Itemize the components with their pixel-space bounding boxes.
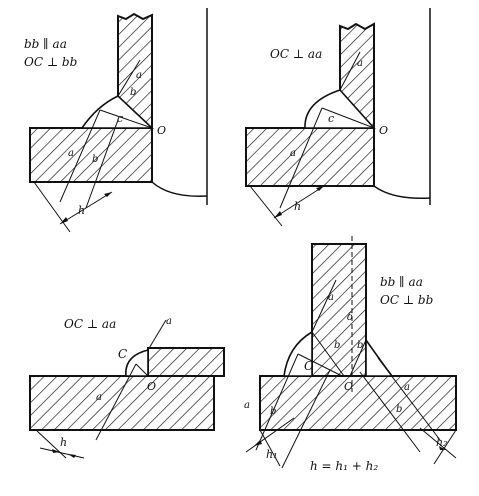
dim-arrow-left	[52, 449, 60, 453]
dim-arrow-right	[68, 454, 76, 458]
wall-curve	[151, 181, 208, 197]
dim-h-line	[59, 191, 113, 225]
label-b-vert: b	[130, 87, 136, 98]
overlap-plate	[147, 347, 225, 377]
label-delta: δ	[347, 312, 353, 323]
weld-line-oc	[99, 109, 153, 129]
dim-h2-line	[419, 427, 457, 459]
line-aa-right	[377, 357, 441, 441]
horizontal-plate	[259, 375, 457, 431]
dim-arrow-left	[60, 217, 68, 224]
dim-ext-left	[35, 429, 67, 459]
weld-line-left	[311, 331, 345, 377]
dim-arrow-left	[274, 211, 282, 218]
weld-line-oc	[135, 363, 149, 377]
label-a-top: a	[166, 316, 172, 327]
label-o: O	[157, 124, 166, 137]
dim-h2-arrow	[439, 446, 446, 450]
dim-h-line	[39, 447, 85, 459]
dim-ext-left	[249, 185, 283, 227]
condition-2: OC ⊥ bb	[380, 293, 433, 307]
dim-arrow-right	[316, 186, 324, 191]
dim-ext-left	[33, 181, 71, 233]
line-a-top	[147, 319, 167, 351]
label-c: C	[304, 359, 313, 373]
dim-h-line	[273, 185, 325, 219]
label-c: C	[118, 347, 127, 361]
label-a-vert: a	[136, 70, 142, 81]
condition-1: bb ∥ aa	[380, 275, 423, 289]
dim-ext-h2	[433, 429, 457, 465]
figure-bottom-right: bb ∥ aa OC ⊥ bb C O a δ b b a b a b h₁ h…	[244, 236, 457, 473]
dim-ext-h1	[259, 429, 281, 467]
label-b-2: b	[357, 340, 363, 351]
label-o: O	[147, 380, 156, 393]
label-h2: h₂	[436, 436, 448, 449]
label-a-horiz: a	[96, 392, 102, 403]
label-a-horiz: a	[68, 148, 74, 159]
line-aa-horiz	[59, 109, 101, 203]
dim-arrow-right	[104, 192, 112, 197]
label-h: h	[60, 436, 67, 449]
weld-line-right	[349, 339, 367, 377]
label-h: h	[78, 204, 85, 217]
wall-curve	[373, 185, 431, 199]
dim-h1-line	[245, 417, 295, 453]
line-aa-vert	[117, 59, 141, 97]
condition-1: bb ∥ aa	[24, 37, 67, 51]
label-c: c	[117, 112, 123, 125]
vertical-plate	[311, 243, 367, 377]
figure-top-left: bb ∥ aa OC ⊥ bb c O a b a b h	[24, 8, 208, 233]
formula-h: h = h₁ + h₂	[310, 459, 378, 473]
weld-line-bb	[117, 95, 153, 129]
weld-line-oc	[297, 353, 343, 377]
label-a-horiz: a	[290, 148, 296, 159]
line-bb-horiz	[85, 119, 119, 209]
condition-1: OC ⊥ aa	[270, 47, 322, 61]
label-h: h	[294, 200, 301, 213]
weld-line	[339, 89, 375, 129]
label-h1: h₁	[266, 448, 278, 461]
label-a-vert: a	[357, 58, 363, 69]
figure-bottom-left: OC ⊥ aa C O a a h	[29, 316, 225, 459]
line-aa-vert	[311, 279, 337, 333]
condition-1: OC ⊥ aa	[64, 317, 116, 331]
label-a-right: a	[404, 382, 410, 393]
line-aa-vert	[339, 51, 361, 91]
weld-line-oc	[321, 107, 375, 129]
label-o: O	[379, 124, 388, 137]
line-aa-left	[255, 353, 299, 451]
line-bb-left	[281, 369, 331, 469]
dim-h1-arrow	[254, 440, 262, 446]
line-aa-horiz	[279, 107, 323, 209]
label-a-vert: a	[328, 292, 334, 303]
horizontal-plate	[29, 375, 215, 431]
figure-top-right: OC ⊥ aa c O a a h	[245, 8, 431, 227]
condition-2: OC ⊥ bb	[24, 55, 77, 69]
label-o: O	[344, 380, 353, 393]
horizontal-plate	[29, 127, 153, 183]
label-a-left: a	[244, 400, 250, 411]
label-b-1: b	[334, 340, 340, 351]
label-c: c	[328, 112, 334, 125]
label-b-horiz: b	[92, 154, 98, 165]
label-b-right: b	[396, 404, 402, 415]
line-bb-right	[359, 371, 421, 453]
line-aa-horiz	[95, 363, 137, 441]
label-b-left: b	[270, 406, 276, 417]
